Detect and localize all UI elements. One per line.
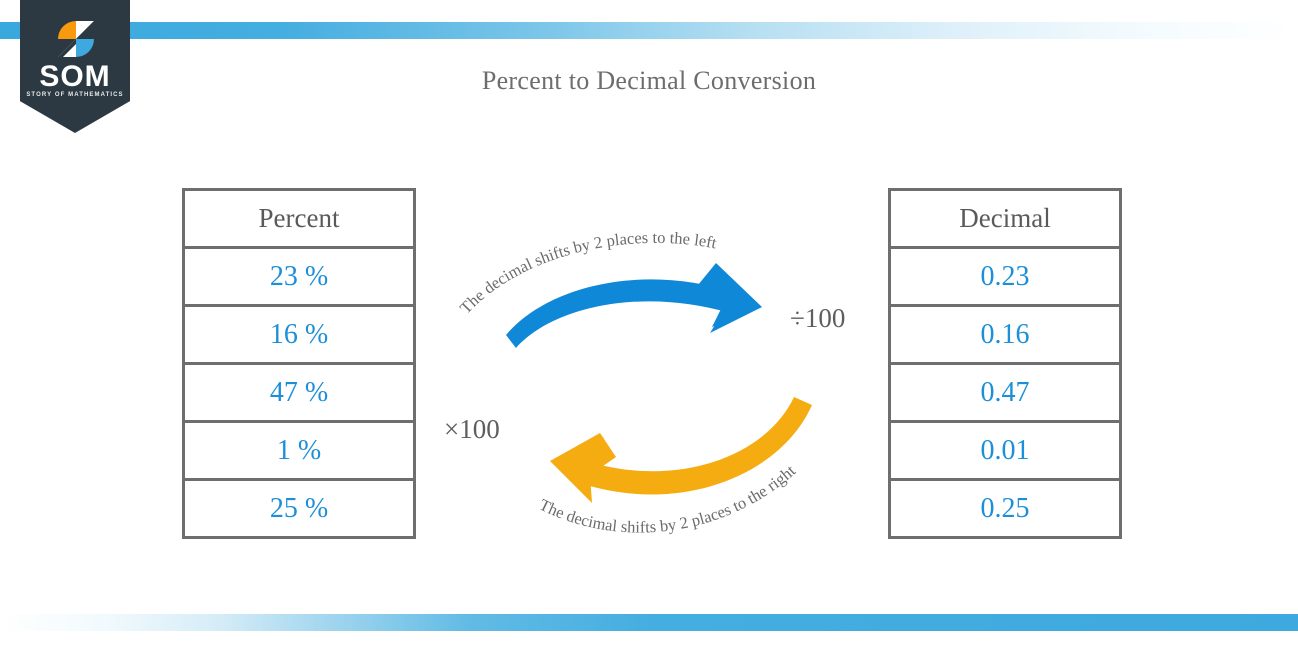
table-row: 25 % <box>182 478 416 539</box>
table-row: 47 % <box>182 362 416 423</box>
percent-cell: 25 % <box>182 478 416 539</box>
percent-cell: 1 % <box>182 420 416 481</box>
top-accent-bar <box>0 22 1298 39</box>
decimal-cell: 0.47 <box>888 362 1122 423</box>
percent-table: Percent 23 % 16 % 47 % 1 % 25 % <box>182 188 416 539</box>
table-row: 0.23 <box>888 246 1122 307</box>
percent-cell: 47 % <box>182 362 416 423</box>
brand-name: SOM <box>39 60 111 93</box>
table-header-row: Percent <box>182 188 416 249</box>
decimal-cell: 0.25 <box>888 478 1122 539</box>
table-row: 0.01 <box>888 420 1122 481</box>
decimal-cell: 0.23 <box>888 246 1122 307</box>
decimal-cell: 0.01 <box>888 420 1122 481</box>
page-title: Percent to Decimal Conversion <box>481 66 817 95</box>
table-row: 0.16 <box>888 304 1122 365</box>
to-decimal-arrow <box>506 263 762 348</box>
table-row: 0.47 <box>888 362 1122 423</box>
conversion-diagram: The decimal shifts by 2 places to the le… <box>440 215 880 545</box>
decimal-column-header: Decimal <box>888 188 1122 249</box>
table-row: 1 % <box>182 420 416 481</box>
decimal-cell: 0.16 <box>888 304 1122 365</box>
divide-operator-label: ÷100 <box>790 303 846 333</box>
table-header-row: Decimal <box>888 188 1122 249</box>
som-logo-icon <box>55 18 97 60</box>
percent-column-header: Percent <box>182 188 416 249</box>
percent-cell: 23 % <box>182 246 416 307</box>
decimal-table: Decimal 0.23 0.16 0.47 0.01 0.25 <box>888 188 1122 539</box>
table-row: 16 % <box>182 304 416 365</box>
table-row: 0.25 <box>888 478 1122 539</box>
bottom-accent-bar <box>0 614 1298 631</box>
percent-cell: 16 % <box>182 304 416 365</box>
table-row: 23 % <box>182 246 416 307</box>
to-percent-arrow <box>550 397 812 503</box>
multiply-operator-label: ×100 <box>444 414 500 444</box>
brand-tagline: STORY OF MATHEMATICS <box>26 92 124 98</box>
